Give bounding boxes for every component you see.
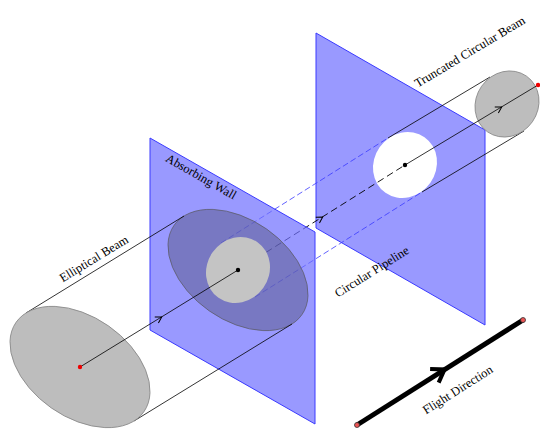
flight-arrowhead [430,363,449,383]
axis-arrow [155,314,164,323]
elliptical-beam [0,281,173,431]
absorbed-region [145,184,330,355]
beam-edge [134,324,292,421]
wall-hole [360,119,450,210]
direction-label: Flight Direction [421,363,495,416]
flight-end-dot [521,318,526,323]
beam-axis [405,85,538,165]
flight-arrow [357,320,523,425]
beam-edge [26,216,184,313]
axis-dot [403,163,407,167]
beam-axis [80,270,238,367]
beam-label: Elliptical Beam [57,233,130,284]
beam-edge [422,131,524,192]
pipeline-entrance [193,224,283,315]
truncated-beam [462,58,540,149]
axis-arrow [495,104,504,113]
beam-end-dot [536,83,540,87]
back-wall [316,33,485,325]
axis-dot [236,268,240,272]
axis-arrow [316,214,325,223]
flight-end-dot [355,423,360,428]
beam-start-dot [78,365,82,369]
